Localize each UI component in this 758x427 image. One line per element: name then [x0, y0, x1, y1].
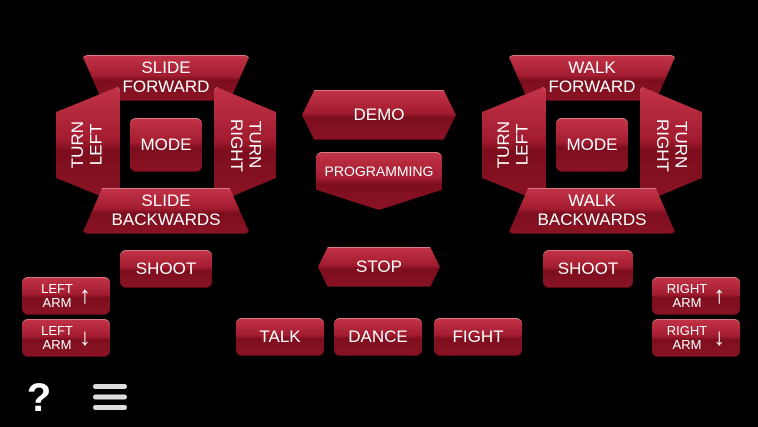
turn-left-label: TURN LEFT	[494, 121, 532, 169]
turn-right-label: TURN RIGHT	[653, 118, 691, 172]
right-arm-label: RIGHT ARM	[666, 281, 708, 310]
turn-left-label: TURN LEFT	[68, 121, 106, 169]
mode-button-left[interactable]: MODE	[130, 118, 202, 172]
arrow-up-icon: ↑	[78, 281, 91, 309]
arrow-down-icon: ↓	[713, 323, 726, 351]
shoot-button-right[interactable]: SHOOT	[543, 250, 633, 288]
walk-backwards-button[interactable]: WALK BACKWARDS	[508, 188, 676, 234]
right-arm-up-button[interactable]: RIGHT ARM ↑	[652, 277, 740, 315]
demo-button[interactable]: DEMO	[302, 90, 456, 140]
left-arm-label: LEFT ARM	[41, 323, 73, 352]
help-icon[interactable]: ?	[26, 375, 52, 420]
right-arm-label: RIGHT ARM	[666, 323, 708, 352]
hamburger-menu-icon[interactable]	[92, 382, 128, 412]
turn-left-button-left[interactable]: TURN LEFT	[56, 86, 120, 204]
turn-right-button-right[interactable]: TURN RIGHT	[640, 86, 702, 204]
left-arm-down-button[interactable]: LEFT ARM ↓	[22, 319, 110, 357]
stop-button[interactable]: STOP	[318, 247, 440, 287]
arrow-down-icon: ↓	[78, 323, 91, 351]
turn-left-button-right[interactable]: TURN LEFT	[482, 86, 546, 204]
right-arm-down-button[interactable]: RIGHT ARM ↓	[652, 319, 740, 357]
programming-button[interactable]: PROGRAMMING	[316, 152, 442, 210]
slide-backwards-button[interactable]: SLIDE BACKWARDS	[82, 188, 250, 234]
talk-button[interactable]: TALK	[236, 318, 324, 356]
left-arm-label: LEFT ARM	[41, 281, 73, 310]
arrow-up-icon: ↑	[713, 281, 726, 309]
dance-button[interactable]: DANCE	[334, 318, 422, 356]
turn-right-label: TURN RIGHT	[227, 118, 265, 172]
turn-right-button-left[interactable]: TURN RIGHT	[214, 86, 276, 204]
fight-button[interactable]: FIGHT	[434, 318, 522, 356]
programming-label: PROGRAMMING	[324, 163, 434, 179]
mode-button-right[interactable]: MODE	[556, 118, 628, 172]
left-arm-up-button[interactable]: LEFT ARM ↑	[22, 277, 110, 315]
shoot-button-left[interactable]: SHOOT	[120, 250, 212, 288]
